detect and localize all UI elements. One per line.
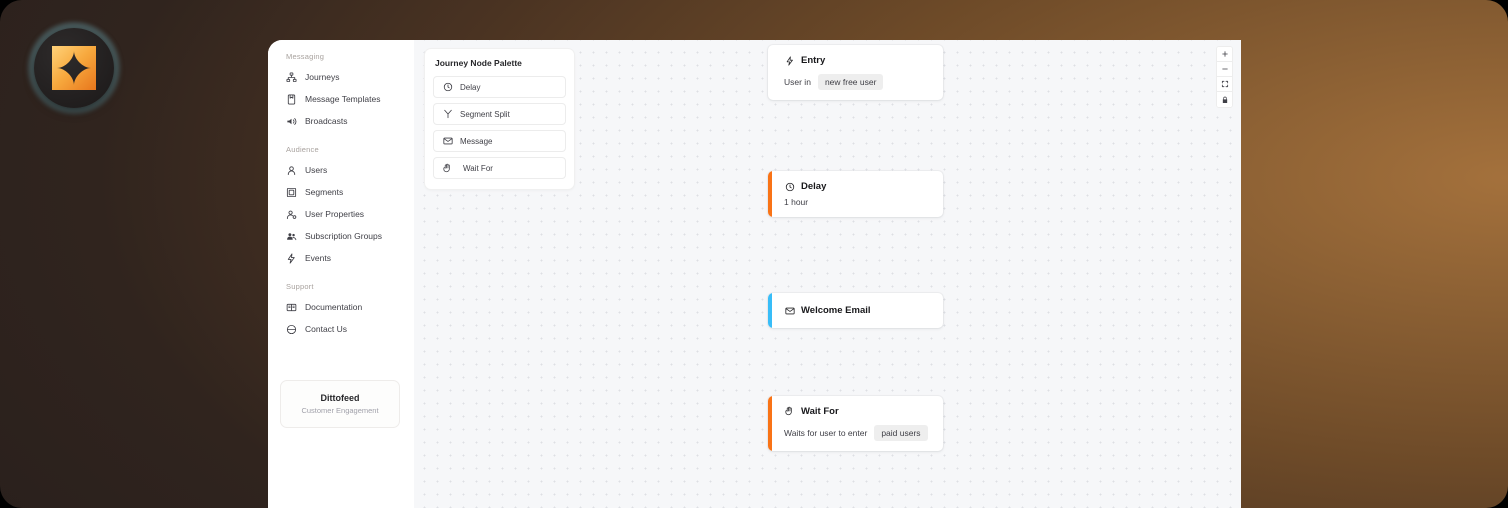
broadcast-icon <box>286 116 297 127</box>
fit-view-icon <box>1221 80 1228 88</box>
palette-item-label: Wait For <box>463 163 493 173</box>
sidebar-item-journeys[interactable]: Journeys <box>268 66 414 88</box>
hand-icon <box>784 406 795 417</box>
lock-button[interactable] <box>1217 92 1232 107</box>
node-title: Wait For <box>801 406 839 417</box>
envelope-icon <box>442 136 453 147</box>
palette-item-label: Delay <box>460 82 481 92</box>
app-window: Messaging Journeys Message Templates <box>268 40 1241 508</box>
star-icon <box>52 46 96 90</box>
sidebar-item-message-templates[interactable]: Message Templates <box>268 88 414 110</box>
journeys-icon <box>286 71 297 83</box>
segment-chip[interactable]: paid users <box>874 425 928 441</box>
node-body-prefix: User in <box>784 77 811 87</box>
sidebar-item-label: Users <box>305 165 328 175</box>
segments-icon <box>286 187 297 198</box>
brand-card: Dittofeed Customer Engagement <box>280 380 400 428</box>
zoom-in-button[interactable] <box>1217 47 1232 62</box>
sidebar-item-label: Documentation <box>305 302 363 312</box>
sidebar-item-documentation[interactable]: Documentation <box>268 296 414 318</box>
minus-icon <box>1221 68 1228 70</box>
split-icon <box>442 109 453 120</box>
journey-canvas[interactable]: Journey Node Palette Delay Segment Split <box>414 40 1241 508</box>
sidebar-group-label-messaging: Messaging <box>286 52 325 61</box>
sidebar: Messaging Journeys Message Templates <box>268 40 414 508</box>
sidebar-group-label-support: Support <box>286 282 314 291</box>
palette-item-label: Segment Split <box>460 109 510 119</box>
palette-item-message[interactable]: Message <box>433 130 566 152</box>
brand-tagline: Customer Engagement <box>301 406 379 415</box>
journey-node-delay[interactable]: Delay 1 hour <box>768 171 943 217</box>
node-accent-bar <box>768 171 772 217</box>
template-icon <box>286 93 297 105</box>
sidebar-item-user-properties[interactable]: User Properties <box>268 203 414 225</box>
sidebar-item-label: Subscription Groups <box>305 231 383 241</box>
journey-node-palette: Journey Node Palette Delay Segment Split <box>424 48 575 190</box>
sidebar-item-label: Segments <box>305 187 344 197</box>
palette-item-wait-for[interactable]: Wait For <box>433 157 566 179</box>
palette-item-delay[interactable]: Delay <box>433 76 566 98</box>
chat-icon <box>286 324 297 335</box>
sidebar-item-label: Broadcasts <box>305 116 348 126</box>
user-icon <box>286 165 297 176</box>
hand-icon <box>442 163 453 174</box>
sidebar-item-events[interactable]: Events <box>268 247 414 269</box>
lock-icon <box>1222 96 1227 103</box>
segment-chip[interactable]: new free user <box>817 74 884 90</box>
journey-node-entry[interactable]: Entry User in new free user <box>768 45 943 100</box>
canvas-controls <box>1216 46 1233 108</box>
node-title: Welcome Email <box>801 305 871 316</box>
sidebar-item-label: Contact Us <box>305 324 348 334</box>
node-accent-bar <box>768 396 772 451</box>
palette-title: Journey Node Palette <box>435 58 522 68</box>
app-logo <box>28 22 120 114</box>
plus-icon <box>1221 51 1228 57</box>
node-body-text: 1 hour <box>784 197 809 207</box>
clock-icon <box>442 82 453 93</box>
node-body-prefix: Waits for user to enter <box>784 428 868 438</box>
sidebar-item-segments[interactable]: Segments <box>268 181 414 203</box>
book-icon <box>286 302 297 313</box>
node-title: Entry <box>801 55 826 66</box>
events-icon <box>286 252 297 264</box>
node-accent-bar <box>768 293 772 328</box>
sidebar-item-users[interactable]: Users <box>268 159 414 181</box>
journey-node-wait-for[interactable]: Wait For Waits for user to enter paid us… <box>768 396 943 451</box>
envelope-icon <box>784 305 795 316</box>
user-properties-icon <box>286 209 297 220</box>
palette-item-segment-split[interactable]: Segment Split <box>433 103 566 125</box>
brand-name: Dittofeed <box>320 393 360 403</box>
logo-disc <box>34 28 114 108</box>
sidebar-item-label: Message Templates <box>305 94 381 104</box>
sidebar-group-label-audience: Audience <box>286 145 319 154</box>
sidebar-item-subscription-groups[interactable]: Subscription Groups <box>268 225 414 247</box>
sidebar-item-label: Journeys <box>305 72 340 82</box>
sidebar-item-contact-us[interactable]: Contact Us <box>268 318 414 340</box>
palette-item-label: Message <box>460 136 493 146</box>
sidebar-item-label: User Properties <box>305 209 365 219</box>
subscription-groups-icon <box>286 231 297 242</box>
lightning-icon <box>784 55 795 66</box>
sidebar-item-label: Events <box>305 253 331 263</box>
clock-icon <box>784 181 795 192</box>
node-title: Delay <box>801 181 827 192</box>
journey-node-welcome-email[interactable]: Welcome Email <box>768 293 943 328</box>
fit-view-button[interactable] <box>1217 77 1232 92</box>
sidebar-item-broadcasts[interactable]: Broadcasts <box>268 110 414 132</box>
zoom-out-button[interactable] <box>1217 62 1232 77</box>
